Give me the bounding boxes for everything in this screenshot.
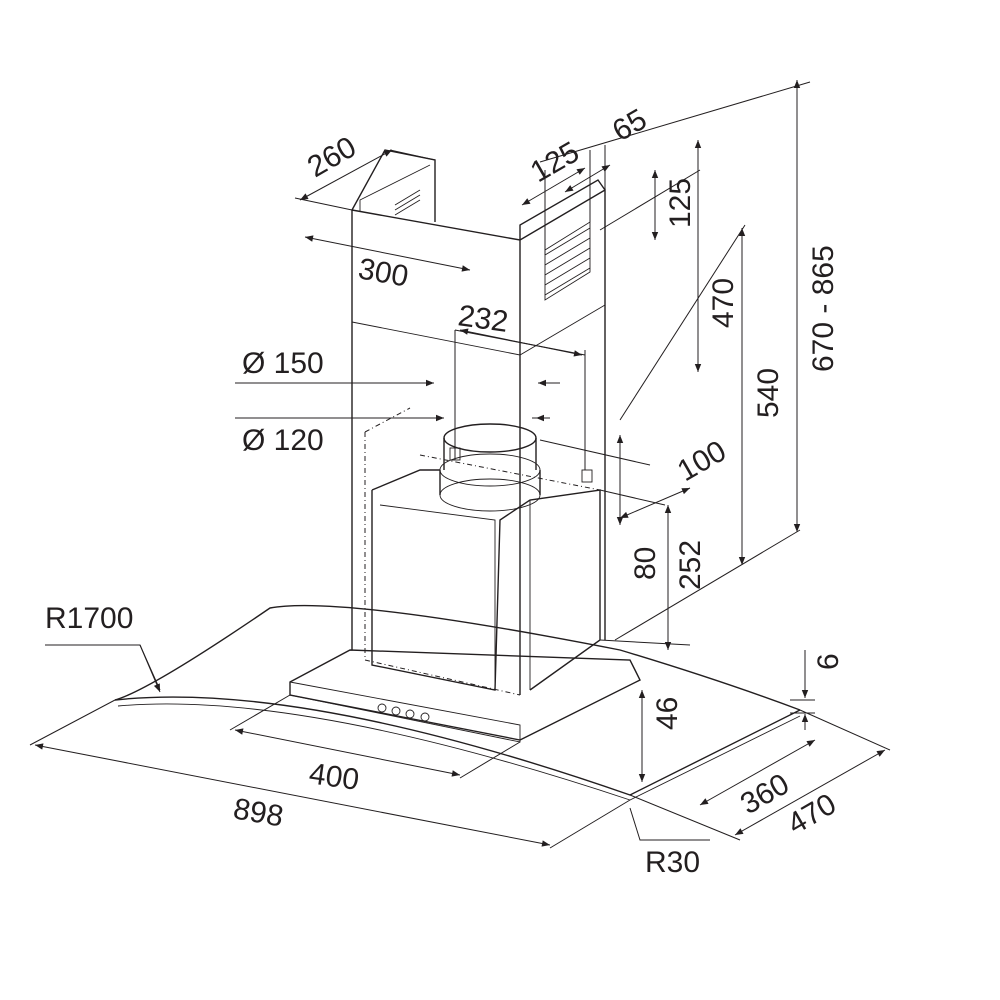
- dim-body-height: 252: [674, 540, 707, 590]
- dim-outlet-spacing: 232: [456, 299, 510, 339]
- dim-lower-height: 540: [752, 368, 785, 418]
- dimension-lines: [29, 80, 891, 849]
- chimney: [351, 149, 606, 695]
- dim-base-height: 46: [651, 697, 684, 730]
- button-icon: [391, 706, 401, 716]
- dim-glass-width: 898: [231, 792, 286, 833]
- dim-upper-height: 470: [707, 278, 740, 328]
- vent-grille-icon: [394, 189, 591, 301]
- control-buttons: [377, 703, 430, 722]
- dim-chimney-depth: 260: [302, 130, 362, 184]
- dim-corner-radius: R30: [645, 846, 700, 879]
- button-icon: [405, 709, 415, 719]
- dim-glass-thickness: 6: [812, 653, 845, 670]
- motor-housing: [364, 407, 601, 696]
- dim-chimney-width: 300: [356, 252, 411, 293]
- dim-total-height: 670 - 865: [807, 245, 840, 372]
- dim-vent-offset: 65: [607, 103, 652, 148]
- dim-vent-width: 125: [525, 135, 585, 189]
- dim-vent-height: 125: [664, 178, 697, 228]
- dim-base-width: 400: [307, 757, 361, 797]
- dim-glass-radius: R1700: [45, 602, 133, 635]
- dim-duct-120: Ø 120: [242, 424, 324, 457]
- dim-outlet-depth: 100: [672, 434, 732, 488]
- button-icon: [377, 703, 387, 713]
- dim-duct-150: Ø 150: [242, 347, 324, 380]
- button-icon: [420, 712, 430, 722]
- dim-outlet-height: 80: [629, 547, 662, 580]
- dimension-labels: 260 300 125 65 125 470 670 - 865 232 Ø 1…: [45, 103, 845, 879]
- glass-canopy: [114, 604, 801, 801]
- hood-base: [289, 649, 641, 743]
